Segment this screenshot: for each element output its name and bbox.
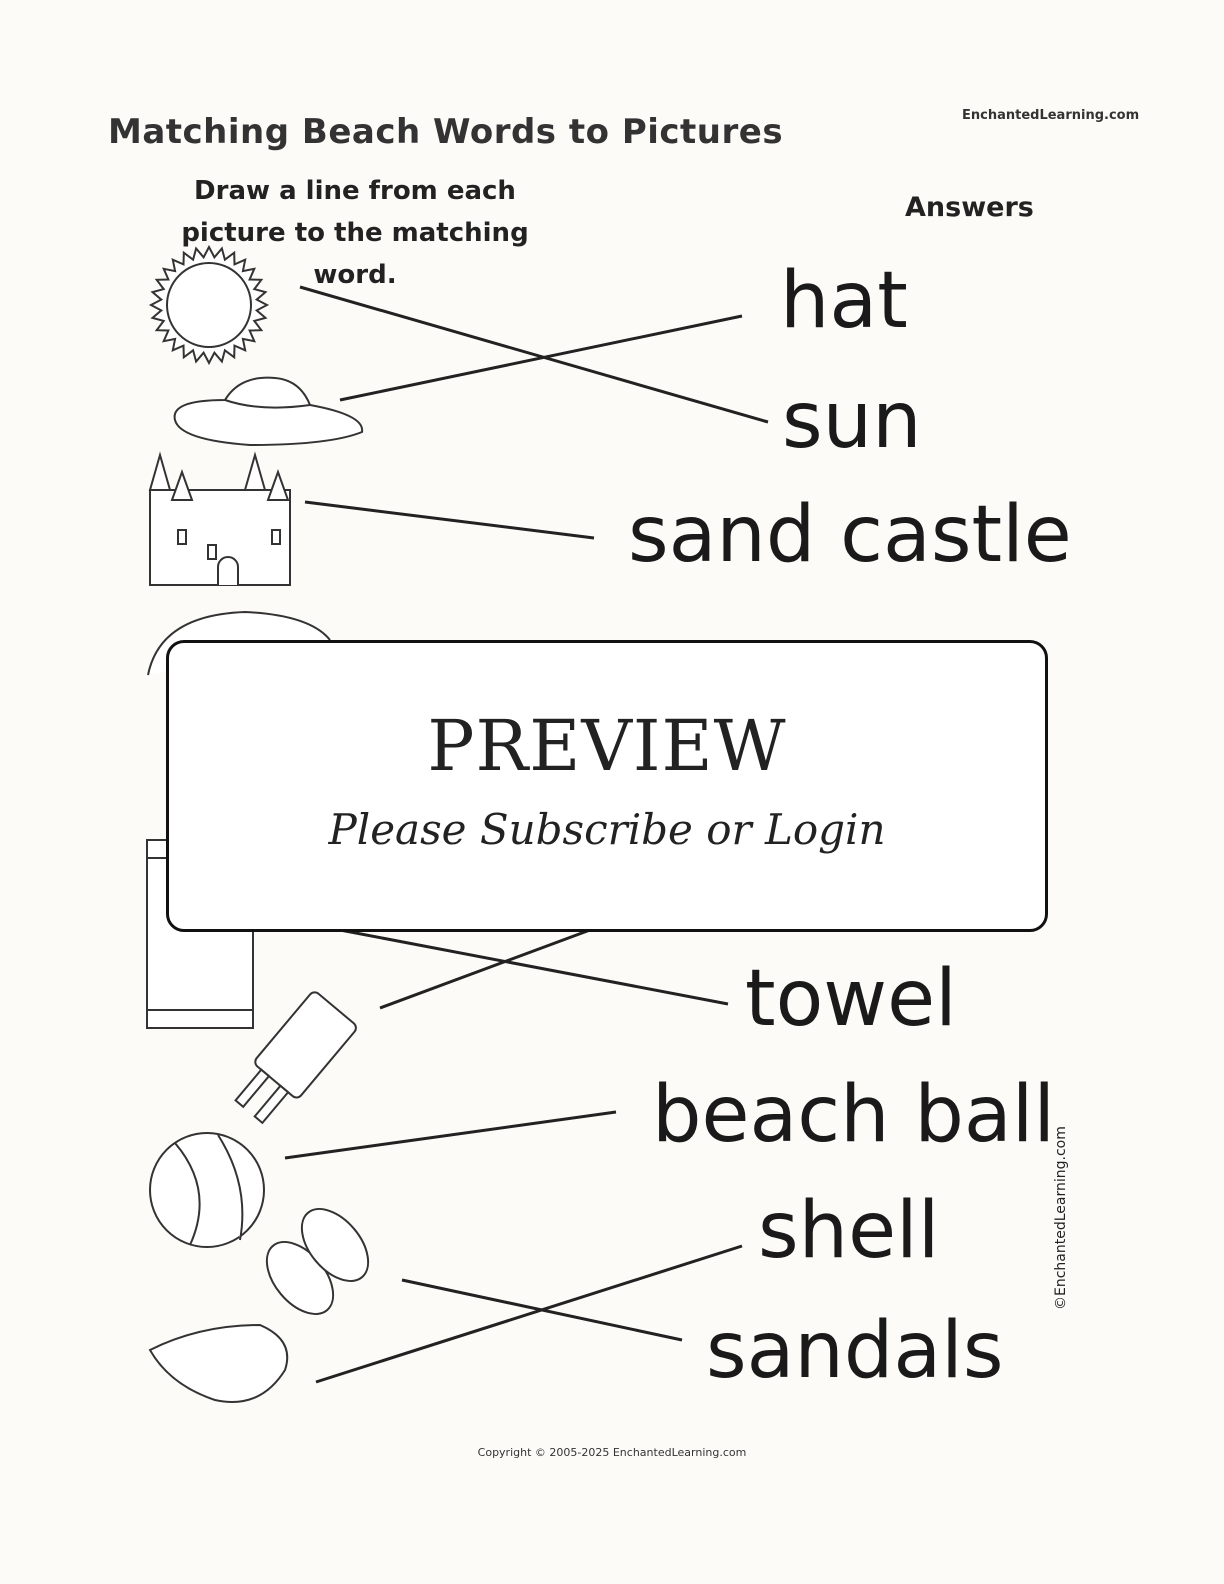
instruction-line: picture to the matching word.: [181, 218, 529, 290]
instructions: Draw a line from each picture to the mat…: [140, 170, 570, 296]
answer-line: [304, 500, 595, 540]
hat-picture: [173, 376, 364, 447]
word-sand-castle: sand castle: [628, 490, 1072, 580]
word-beach-ball: beach ball: [652, 1070, 1056, 1160]
answer-line: [284, 1110, 617, 1160]
copyright: Copyright © 2005-2025 EnchantedLearning.…: [477, 1446, 747, 1459]
word-sun: sun: [782, 376, 922, 466]
word-shell: shell: [758, 1186, 940, 1276]
answer-line: [339, 314, 743, 402]
preview-overlay[interactable]: PREVIEW Please Subscribe or Login: [166, 640, 1048, 932]
answers-label: Answers: [905, 192, 1034, 223]
instruction-line: Draw a line from each: [194, 176, 516, 206]
sand-castle-picture: [148, 451, 291, 586]
site-link[interactable]: EnchantedLearning.com: [962, 108, 1140, 123]
sandals-picture: [265, 1208, 370, 1315]
vertical-credit: ©EnchantedLearning.com: [1053, 1126, 1069, 1310]
shell-picture: [148, 1323, 289, 1403]
answer-line: [339, 928, 729, 1006]
word-towel: towel: [745, 954, 957, 1044]
popsicle-picture: [234, 991, 357, 1125]
answer-line: [379, 928, 591, 1010]
preview-heading: PREVIEW: [427, 705, 787, 787]
page-title: Matching Beach Words to Pictures: [108, 112, 784, 152]
sun-picture: [148, 244, 270, 366]
answer-line: [315, 1244, 743, 1384]
word-sandals: sandals: [706, 1306, 1004, 1396]
answer-line: [299, 285, 769, 424]
beach-ball-picture: [149, 1132, 265, 1248]
word-hat: hat: [780, 256, 908, 346]
subscribe-login-link[interactable]: Please Subscribe or Login: [328, 805, 886, 854]
